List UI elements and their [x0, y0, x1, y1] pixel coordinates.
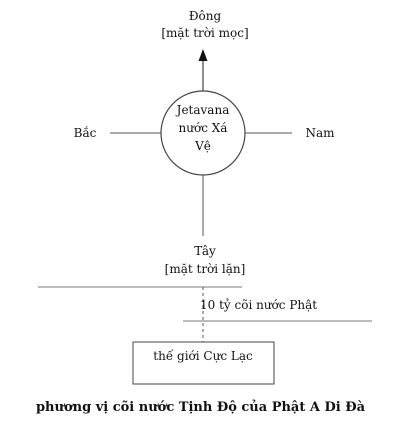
- distance-label: 10 tỷ cõi nước Phật: [200, 298, 318, 312]
- pure-land-box: [132, 341, 275, 385]
- jetavana-circle: [160, 90, 246, 176]
- center-label-line1: Jetavana: [176, 103, 230, 117]
- north-label: Bắc: [73, 126, 97, 140]
- east-arrowhead-icon: [198, 49, 208, 61]
- west-label: Tây: [194, 244, 216, 258]
- east-note: [mặt trời mọc]: [161, 26, 249, 40]
- diagram-caption: phương vị cõi nước Tịnh Độ của Phật A Di…: [35, 400, 366, 415]
- center-label-line2: nước Xá: [178, 121, 228, 135]
- center-label-line3: Vệ: [195, 139, 211, 153]
- east-label: Đông: [188, 9, 222, 23]
- pure-land-label: thế giới Cực Lạc: [153, 349, 253, 363]
- west-note: [mặt trời lặn]: [164, 262, 246, 276]
- south-label: Nam: [305, 126, 335, 140]
